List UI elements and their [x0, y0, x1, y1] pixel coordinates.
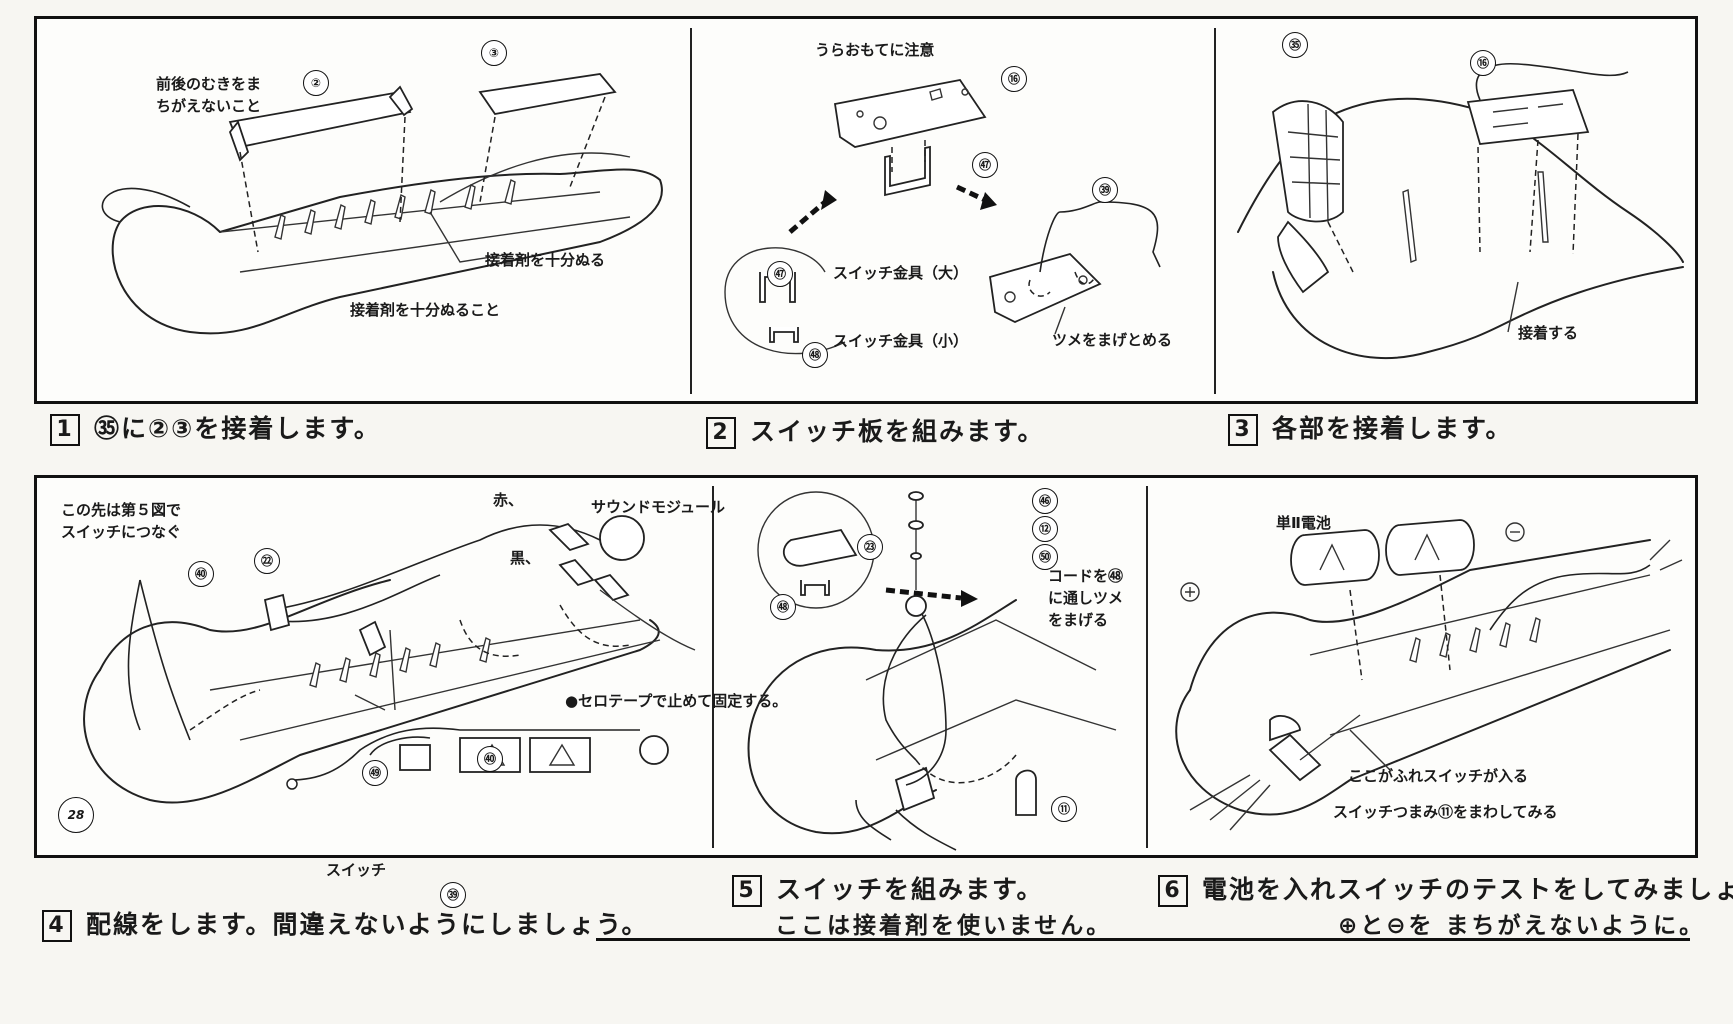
- step6-top-rule: [1025, 855, 1685, 857]
- step2-switch-plate-drawing: [724, 79, 1161, 355]
- switch-label-step4: スイッチ: [326, 861, 387, 879]
- sound-module-label: サウンドモジュール: [591, 498, 725, 516]
- step1-glue-note-2: 接着剤を十分ぬること: [350, 301, 501, 319]
- callout-23: ㉓: [857, 534, 883, 560]
- callout-46: ㊻: [1032, 488, 1058, 514]
- callout-2: ②: [303, 70, 329, 96]
- top-divider-1: [690, 28, 692, 394]
- step3-title: 各部を接着します。: [1272, 414, 1513, 443]
- bend-tabs-note: ツメをまげとめる: [1052, 331, 1173, 349]
- step1-illustration: [40, 22, 685, 392]
- step3-caption: 3 各部を接着します。: [1228, 409, 1513, 446]
- step2-number: 2: [706, 417, 736, 449]
- step4-number: 4: [42, 910, 72, 942]
- red-wire-label: 赤、: [493, 491, 524, 509]
- step4-wiring-drawing: [83, 515, 696, 804]
- step5-number: 5: [732, 875, 762, 907]
- callout-48-detail: ㊽: [802, 342, 828, 368]
- battery-1: [1290, 529, 1380, 586]
- switch-bracket-small-label: スイッチ金具（小）: [833, 332, 969, 350]
- step5-illustration: [716, 480, 1142, 851]
- step6-title: 電池を入れスイッチのテストをしてみましょう。: [1202, 875, 1733, 904]
- callout-22: ㉒: [254, 548, 280, 574]
- step5-switch-drawing: [747, 491, 1117, 851]
- step6-subtitle: ⊕と⊖を まちがえないように。: [1338, 913, 1706, 939]
- step1-caption: 1 ㉟に②③を接着します。: [50, 409, 381, 446]
- black-wire-label: 黒、: [510, 549, 541, 567]
- step6-number: 6: [1158, 875, 1188, 907]
- step1-orientation-note: 前後のむきをま ちがえないこと: [156, 75, 262, 115]
- callout-16-step3: ⑯: [1470, 50, 1496, 76]
- step3-assembly-drawing: [1237, 62, 1684, 360]
- step5-top-rule: [718, 855, 890, 857]
- step5-title: スイッチを組みます。: [776, 875, 1044, 904]
- step5-caption: 5 スイッチを組みます。: [732, 870, 1044, 907]
- callout-16: ⑯: [1001, 66, 1027, 92]
- switch-plate-16-mounted: [1466, 89, 1590, 145]
- step2-title: スイッチ板を組みます。: [750, 417, 1045, 446]
- step4-title: 配線をします。間違えないようにしましょう。: [86, 910, 649, 939]
- callout-40-top: ㊵: [188, 561, 214, 587]
- step3-glue-note: 接着する: [1518, 324, 1579, 342]
- part-3-plate: [478, 73, 617, 115]
- callout-35: ㉟: [1282, 32, 1308, 58]
- contact-note: ここがふれスイッチが入る: [1348, 767, 1529, 785]
- bracket-47: [884, 145, 931, 197]
- callout-3: ③: [481, 40, 507, 66]
- step1-guitar-body-drawing: [101, 73, 663, 335]
- step2-caption: 2 スイッチ板を組みます。: [706, 412, 1045, 449]
- callout-49: ㊾: [362, 760, 388, 786]
- bottom-divider-2: [1146, 486, 1148, 848]
- callout-47-detail: ㊼: [767, 261, 793, 287]
- sound-module: [599, 515, 645, 561]
- callout-39-step4: ㊴: [440, 882, 466, 908]
- callout-50: ㊿: [1032, 544, 1058, 570]
- step6-battery-test-drawing: [1175, 519, 1683, 831]
- step4-illustration: [40, 480, 708, 848]
- step5-subtitle: ここは接着剤を使いません。: [775, 913, 1113, 939]
- switch-bracket-large-label: スイッチ金具（大）: [833, 264, 969, 282]
- knob-turn-note: スイッチつまみ⑪をまわしてみる: [1333, 803, 1558, 821]
- step2-orientation-note: うらおもてに注意: [815, 41, 935, 59]
- step3-number: 3: [1228, 414, 1258, 446]
- tape-note: ●セロテープで止めて固定する。: [565, 692, 788, 710]
- step1-number: 1: [50, 414, 80, 446]
- callout-12: ⑫: [1032, 516, 1058, 542]
- callout-48-step5: ㊽: [770, 594, 796, 620]
- battery-type-label: 単Ⅱ電池: [1276, 514, 1331, 532]
- battery-2: [1385, 519, 1475, 576]
- step6-illustration: [1150, 480, 1688, 848]
- top-divider-2: [1214, 28, 1216, 394]
- step1-title: ㉟に②③を接着します。: [94, 414, 381, 443]
- step6-caption: 6 電池を入れスイッチのテストをしてみましょう。: [1158, 870, 1733, 907]
- step1-glue-note-1: 接着剤を十分ぬる: [485, 251, 606, 269]
- cord-through-48-note: コードを㊽ に通しツメ をまげる: [1048, 567, 1124, 629]
- step2-illustration: [695, 22, 1210, 392]
- handwritten-page-mark: 28: [58, 797, 94, 833]
- callout-11: ⑪: [1051, 796, 1077, 822]
- grille-35: [1272, 100, 1344, 223]
- step4-underline: [596, 938, 1690, 941]
- callout-47-top: ㊼: [972, 152, 998, 178]
- plate-with-wire-39: [988, 252, 1102, 323]
- step4-continue-note: この先は第５図で スイッチにつなぐ: [61, 501, 182, 541]
- step3-illustration: [1218, 22, 1688, 392]
- step4-caption: 4 配線をします。間違えないようにしましょう。: [42, 905, 649, 942]
- callout-39: ㊴: [1092, 177, 1118, 203]
- bottom-divider-1: [712, 486, 714, 848]
- callout-40-bottom: ㊵: [477, 746, 503, 772]
- switch-plate-16: [833, 79, 987, 148]
